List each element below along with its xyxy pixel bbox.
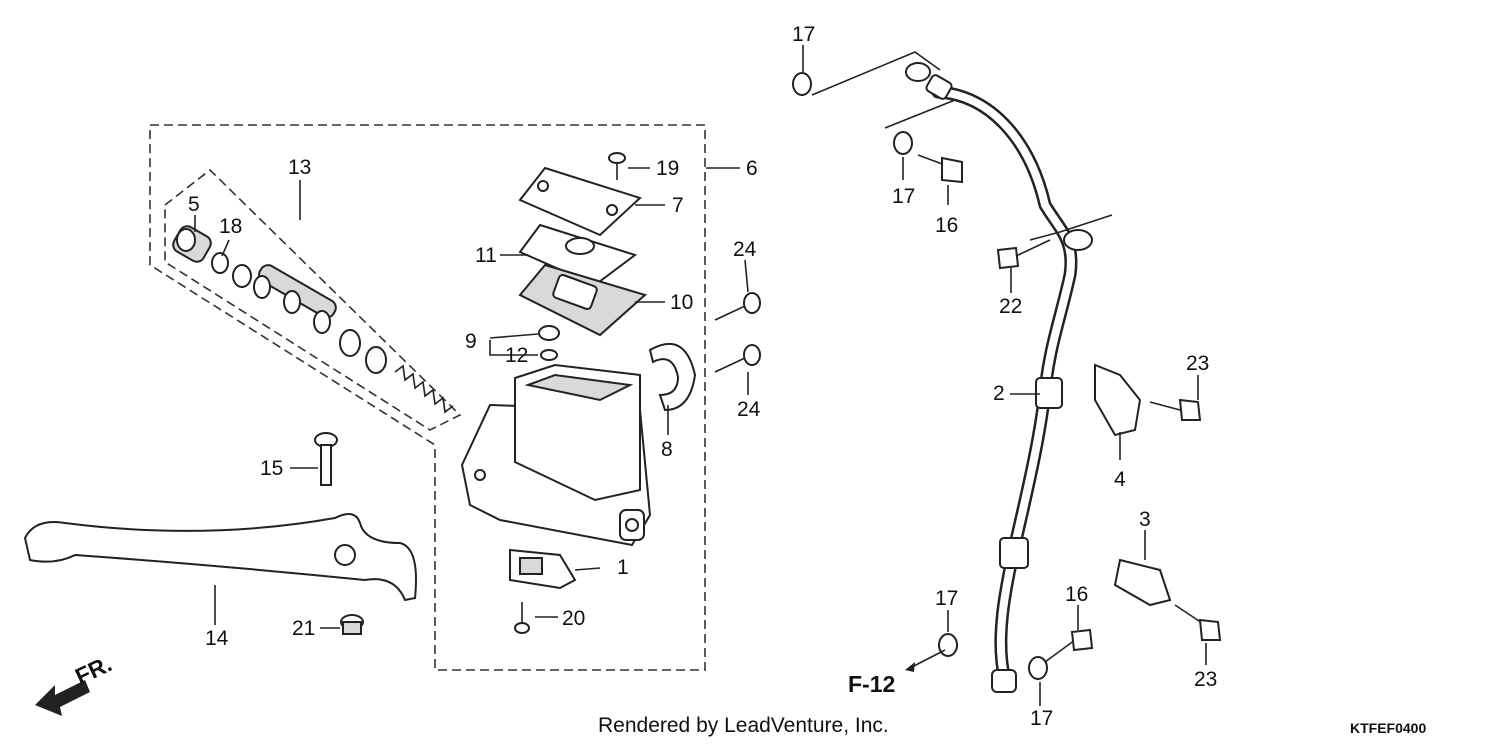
- piston-assembly: [232, 264, 337, 334]
- label-3: 3: [1139, 508, 1151, 531]
- hose-joint: [1063, 229, 1093, 251]
- clamp-bolt-upper: [1149, 398, 1202, 421]
- lower-banjo-fitting: [991, 669, 1017, 693]
- piston-cups: [339, 329, 387, 374]
- cap-screw: [608, 152, 626, 180]
- piston-kit-group-outline: [164, 168, 462, 431]
- label-17-upper: 17: [892, 185, 915, 208]
- switch-screw: [514, 602, 530, 634]
- label-16-lower: 16: [1065, 583, 1088, 606]
- master-cylinder-body: [460, 363, 652, 547]
- snap-ring: [211, 252, 229, 274]
- leader-lines: [194, 45, 1207, 706]
- holder-bolt-upper: [714, 292, 761, 321]
- diagram-code: KTFEF0400: [1350, 720, 1426, 736]
- label-24-lower: 24: [737, 398, 761, 421]
- master-cylinder-group-outline: [149, 124, 706, 671]
- joint-bolt: [996, 239, 1051, 270]
- label-18: 18: [219, 215, 242, 238]
- return-spring: [394, 364, 454, 414]
- upper-banjo-fitting: [905, 62, 953, 100]
- seal-washer: [540, 349, 558, 361]
- label-20: 20: [562, 607, 585, 630]
- label-22: 22: [999, 295, 1022, 318]
- label-13: 13: [288, 156, 311, 179]
- holder-bolt-lower: [714, 344, 761, 373]
- label-23-upper: 23: [1186, 352, 1209, 375]
- lever-pivot-bolt: [314, 432, 338, 486]
- part-labels: 1 2 3 4 5 6 7 8 9 10 11 12 13 14 15 16 1…: [188, 23, 1217, 730]
- hose-clamp-lower: [1113, 558, 1172, 607]
- label-4: 4: [1114, 468, 1126, 491]
- diaphragm: [518, 263, 648, 337]
- label-19: 19: [656, 157, 679, 180]
- label-9: 9: [465, 330, 477, 353]
- label-17-bottom: 17: [1030, 707, 1053, 730]
- reference-label: F-12: [848, 671, 895, 697]
- label-10: 10: [670, 291, 693, 314]
- label-17-lower-left: 17: [935, 587, 958, 610]
- clamp-bolt-lower: [1174, 604, 1222, 641]
- lower-banjo-bolt: [1044, 628, 1094, 663]
- pivot-nut: [340, 614, 364, 635]
- brake-light-switch: [509, 548, 577, 590]
- label-7: 7: [672, 194, 684, 217]
- footer-credit: Rendered by LeadVenture, Inc.: [598, 714, 889, 737]
- brake-hose: [931, 85, 1078, 687]
- piston-boot: [172, 225, 212, 263]
- label-14: 14: [205, 627, 229, 650]
- label-16-upper: 16: [935, 214, 958, 237]
- reservoir-cap: [518, 166, 642, 237]
- label-11: 11: [475, 244, 497, 267]
- hose-clamp-upper: [1094, 363, 1142, 437]
- label-12: 12: [505, 344, 528, 367]
- holder-clamp: [648, 342, 697, 412]
- front-direction-arrow-icon: FR.: [35, 650, 116, 716]
- upper-banjo-bolt: [917, 154, 963, 184]
- label-17-top: 17: [792, 23, 815, 46]
- brake-lever: [23, 513, 417, 602]
- oil-level-window: [538, 325, 560, 341]
- label-5: 5: [188, 193, 200, 216]
- label-15: 15: [260, 457, 283, 480]
- label-23-lower: 23: [1194, 668, 1217, 691]
- label-2: 2: [993, 382, 1005, 405]
- label-24-upper: 24: [733, 238, 757, 261]
- label-1: 1: [617, 556, 629, 579]
- label-8: 8: [661, 438, 673, 461]
- label-21: 21: [292, 617, 315, 640]
- label-6: 6: [746, 157, 758, 180]
